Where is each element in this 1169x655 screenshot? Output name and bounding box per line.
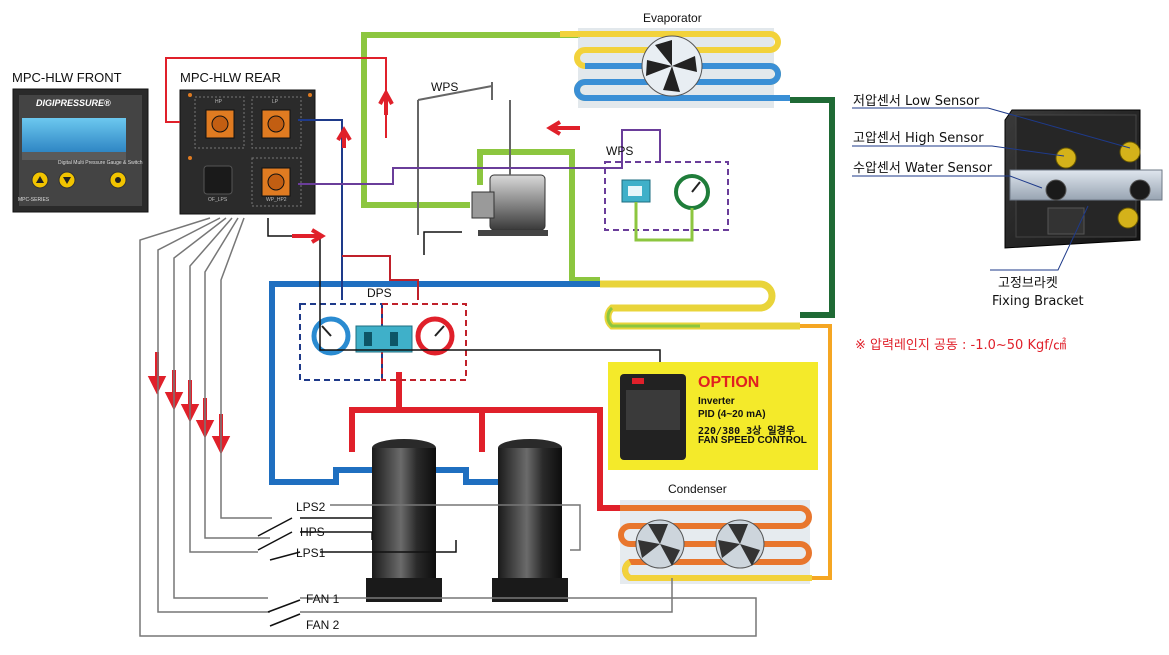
rear-port-lp-label: LP xyxy=(272,99,279,105)
wp-signal-wire xyxy=(298,129,661,185)
evaporator-label: Evaporator xyxy=(643,11,702,25)
high-sensor xyxy=(1119,141,1141,163)
callout-water-sensor: 수압센서 Water Sensor xyxy=(853,161,993,176)
callout-high-sensor: 고압센서 High Sensor xyxy=(853,131,984,146)
option-control-wire xyxy=(267,218,661,362)
sensor-assembly xyxy=(1004,109,1163,249)
middle-coil xyxy=(600,280,800,330)
rear-port-hp-label: HP xyxy=(215,99,222,105)
callout-low-sensor: 저압센서 Low Sensor xyxy=(853,94,980,109)
option-line-pid: PID (4~20 mA) xyxy=(698,409,766,420)
green-pipe-lower xyxy=(477,149,600,283)
option-box xyxy=(608,362,818,470)
power-switch[interactable] xyxy=(203,165,233,195)
option-line-fan-speed: FAN SPEED CONTROL xyxy=(698,435,807,446)
wps-gauge-box xyxy=(604,161,729,242)
signal-arrows xyxy=(147,352,231,455)
dps-box xyxy=(299,303,467,381)
condenser-label: Condenser xyxy=(668,482,727,496)
wps-switch-symbol xyxy=(417,82,511,235)
option-line-inverter: Inverter xyxy=(698,396,735,407)
water-pump xyxy=(471,174,548,236)
compressor-1 xyxy=(366,439,442,602)
front-panel-series: MPC-SERIES xyxy=(18,197,50,203)
water-sensor xyxy=(1117,207,1139,229)
dark-green-pipe xyxy=(790,97,835,318)
green-pipe xyxy=(361,32,580,208)
wire-label-hps: HPS xyxy=(300,525,325,539)
wps-gauge-label: WPS xyxy=(606,144,634,158)
low-sensor xyxy=(1055,147,1077,169)
lp-signal-wire xyxy=(298,119,343,300)
wire-label-lps2: LPS2 xyxy=(296,500,326,514)
front-panel xyxy=(12,88,149,213)
front-panel-title: MPC-HLW FRONT xyxy=(12,70,122,85)
red-pipe xyxy=(349,407,485,452)
rear-panel xyxy=(179,89,316,215)
orange-pipe xyxy=(800,324,832,580)
lp-port xyxy=(261,109,291,139)
wire-label-lps1: LPS1 xyxy=(296,546,326,560)
rear-switch-label: OF_LPS xyxy=(208,197,228,203)
wire-label-fan1: FAN 1 xyxy=(306,592,340,606)
rear-port-wp-label: WP_HP2 xyxy=(266,197,287,203)
pressure-range-note: ※ 압력레인지 공동 : -1.0~50 Kgf/㎠ xyxy=(855,338,1067,353)
lcd-screen xyxy=(22,118,126,152)
blue-pipe xyxy=(269,281,750,485)
rear-panel-title: MPC-HLW REAR xyxy=(180,70,281,85)
hp-signal-wire xyxy=(165,57,387,138)
wps-switch-label: WPS xyxy=(431,80,459,94)
option-line-phase: 220/380 3상 일경우 xyxy=(698,426,796,437)
evaporator-coil xyxy=(560,28,790,108)
front-panel-brand: DIGIPRESSURE® xyxy=(36,98,111,108)
dps-label: DPS xyxy=(367,286,392,300)
option-title: OPTION xyxy=(698,374,760,391)
callout-bracket-en: Fixing Bracket xyxy=(992,294,1084,309)
compressor-2 xyxy=(492,439,568,602)
wire-label-fan2: FAN 2 xyxy=(306,618,340,632)
condenser-coil xyxy=(618,500,812,584)
front-panel-subtitle: Digital Multi Pressure Gauge & Switch xyxy=(58,160,143,166)
callout-bracket-kr: 고정브라켓 xyxy=(998,276,1058,291)
